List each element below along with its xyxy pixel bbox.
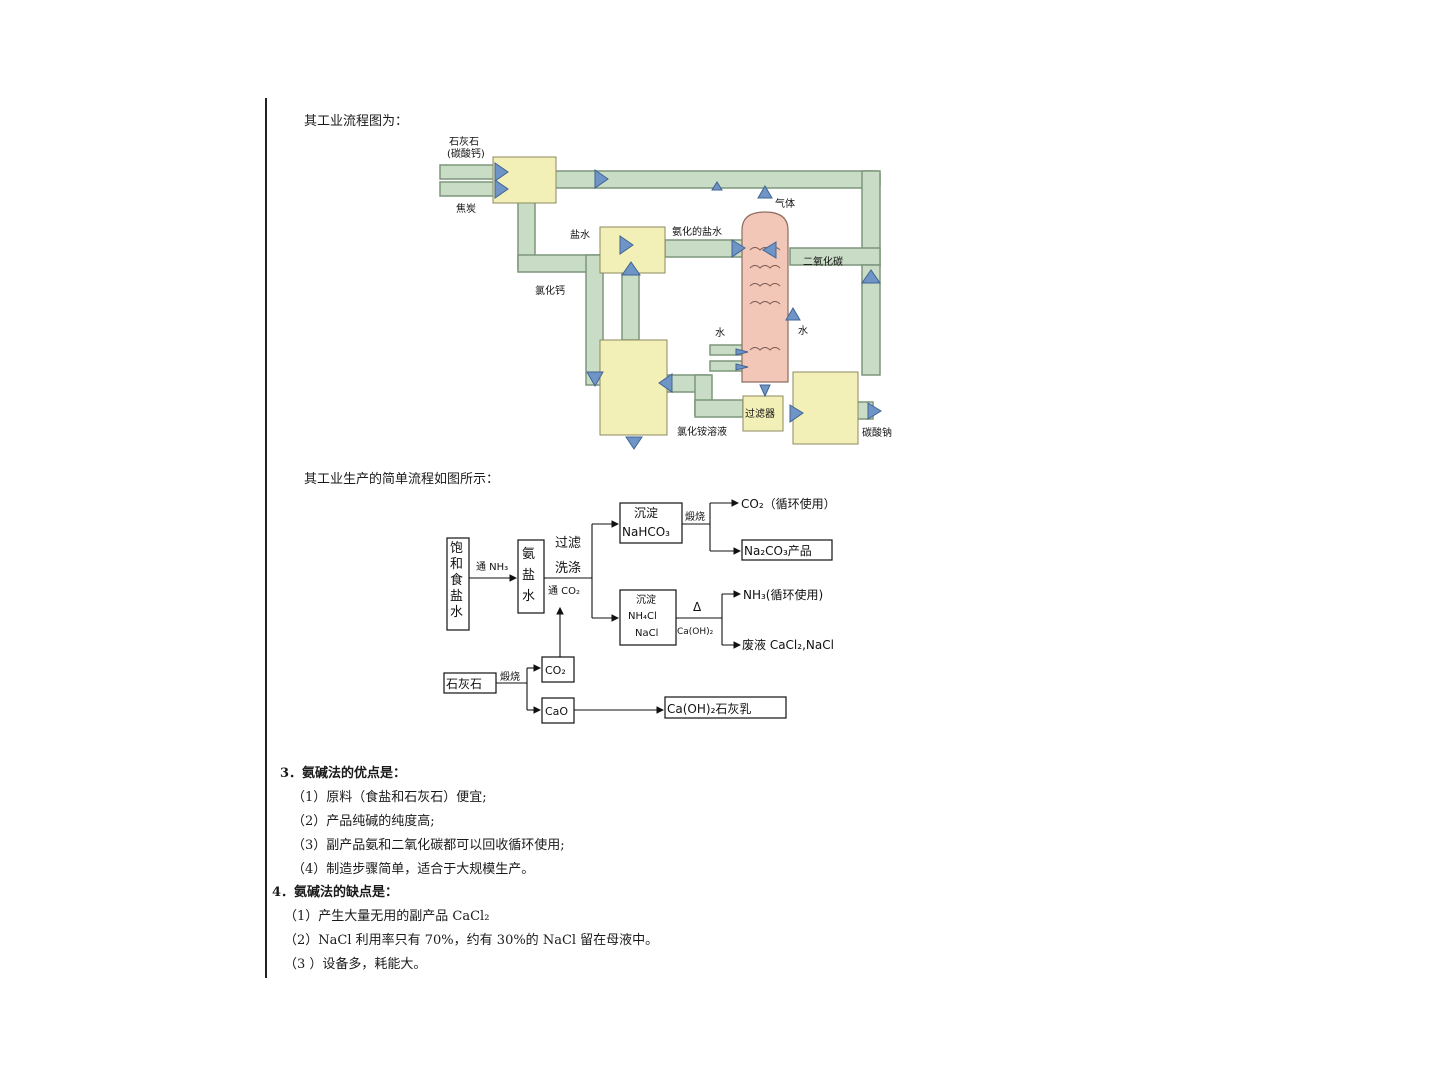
advantage-item: （1）原料（食盐和石灰石）便宜; (292, 790, 487, 805)
label-precip-2c: NaCl (635, 628, 658, 639)
filter-box (742, 395, 784, 432)
disadvantage-item: （1）产生大量无用的副产品 CaCl₂ (284, 909, 490, 924)
arrow-water-up (785, 307, 801, 321)
text-ammonia-brine-3: 水 (522, 589, 535, 604)
label-lime-milk: Ca(OH)₂石灰乳 (667, 702, 751, 716)
label-waste: 废液 CaCl₂,NaCl (742, 637, 834, 652)
label-pass-nh3: 通 NH₃ (476, 561, 508, 573)
box-lime-milk (664, 696, 787, 719)
label-burn: 煅烧 (500, 670, 520, 683)
advantages-heading: 3．氨碱法的优点是： (280, 766, 407, 781)
arrow-water-2 (735, 363, 749, 371)
arrow-top-inlet (711, 181, 723, 191)
ammonia-recovery-box (599, 339, 668, 436)
label-soda-ash: 碳酸钠 (862, 426, 892, 439)
text-saturated-brine-5: 水 (450, 605, 463, 620)
box-na2co3-product (741, 539, 833, 561)
calciner-box (792, 371, 859, 445)
simple-flow-caption: 其工业生产的简单流程如图所示： (304, 472, 500, 487)
pipe-right-lower (861, 264, 881, 376)
label-precip-1b: NaHCO₃ (622, 525, 670, 539)
arrow-bottom-out (625, 436, 643, 450)
label-coke: 焦炭 (456, 202, 476, 215)
arrow-coke (494, 179, 509, 199)
arrow-ammoniated (731, 239, 746, 258)
label-filter-1: 过滤 (555, 536, 581, 551)
label-pass-co2: 通 CO₂ (548, 585, 580, 597)
arrow-right-up (861, 269, 881, 284)
arrow-middle-up (621, 261, 641, 276)
arrow-to-calciner (789, 404, 804, 423)
box-precip-nahco3 (619, 502, 683, 544)
label-ammoniated-brine: 氨化的盐水 (672, 225, 722, 238)
label-limestone: 石灰石 (449, 135, 479, 148)
label-precip-1: 沉淀 (634, 506, 658, 520)
label-delta: Δ (693, 600, 702, 614)
box-co2 (541, 656, 575, 683)
text-ammonia-brine-1: 氨 (522, 547, 535, 562)
box-ammonia-brine (517, 539, 545, 614)
label-water-left: 水 (715, 327, 725, 339)
advantage-item: （3）副产品氨和二氧化碳都可以回收循环使用; (292, 838, 565, 853)
arrow-brine-in (619, 235, 634, 255)
disadvantages-heading: 4．氨碱法的缺点是： (272, 885, 399, 900)
arrow-gas-out (757, 185, 773, 199)
label-cao-box: CaO (545, 705, 568, 718)
arrow-soda-out (867, 402, 882, 420)
advantage-item: （4）制造步骤简单，适合于大规模生产。 (292, 862, 535, 877)
label-nh3-recycle: NH₃(循环使用) (743, 587, 823, 602)
text-saturated-brine-1: 饱 (450, 541, 463, 556)
label-brine: 盐水 (570, 228, 590, 241)
label-calcine: 煅烧 (685, 510, 705, 523)
label-precip-2: 沉淀 (636, 593, 656, 606)
left-margin-rule (265, 98, 267, 978)
text-saturated-brine-2: 和 (450, 557, 463, 572)
arrow-lower-back (658, 373, 673, 393)
label-water-right: 水 (798, 325, 808, 337)
text-ammonia-brine-2: 盐 (522, 568, 535, 583)
arrow-co2-in (762, 241, 777, 259)
disadvantage-item: （2）NaCl 利用率只有 70%，约有 30%的 NaCl 留在母液中。 (284, 933, 659, 948)
label-limestone-box: 石灰石 (446, 677, 482, 691)
text-saturated-brine-3: 食 (450, 572, 463, 588)
label-gas: 气体 (775, 197, 795, 210)
pipe-co2-return (789, 247, 881, 266)
label-na2co3-product: Na₂CO₃产品 (744, 544, 812, 558)
label-co2-box: CO₂ (545, 664, 566, 677)
arrow-tower-down (759, 384, 771, 398)
arrow-water-1 (735, 348, 749, 356)
text-saturated-brine-4: 盐 (450, 589, 463, 604)
label-caoh2-small: Ca(OH)₂ (677, 627, 714, 637)
box-saturated-brine (446, 537, 470, 631)
label-filter-2: 洗涤 (555, 561, 581, 576)
arrow-left-down (586, 371, 604, 388)
label-limestone-sub: (碳酸钙) (447, 147, 485, 160)
label-nh4cl-solution: 氯化铵溶液 (677, 425, 727, 438)
label-co2: 二氧化碳 (803, 255, 843, 268)
arrow-top-pipe (594, 169, 609, 189)
label-cacl2: 氯化钙 (535, 284, 565, 297)
arrow-limestone (494, 162, 509, 182)
advantage-item: （2）产品纯碱的纯度高; (292, 814, 435, 829)
label-filter: 过滤器 (745, 407, 775, 420)
label-co2-recycle: CO₂（循环使用） (741, 496, 836, 511)
disadvantage-item: （3 ）设备多，耗能大。 (284, 957, 427, 972)
label-precip-2b: NH₄Cl (628, 611, 657, 622)
lime-kiln-box (492, 156, 557, 204)
diagram-caption: 其工业流程图为： (304, 114, 409, 129)
